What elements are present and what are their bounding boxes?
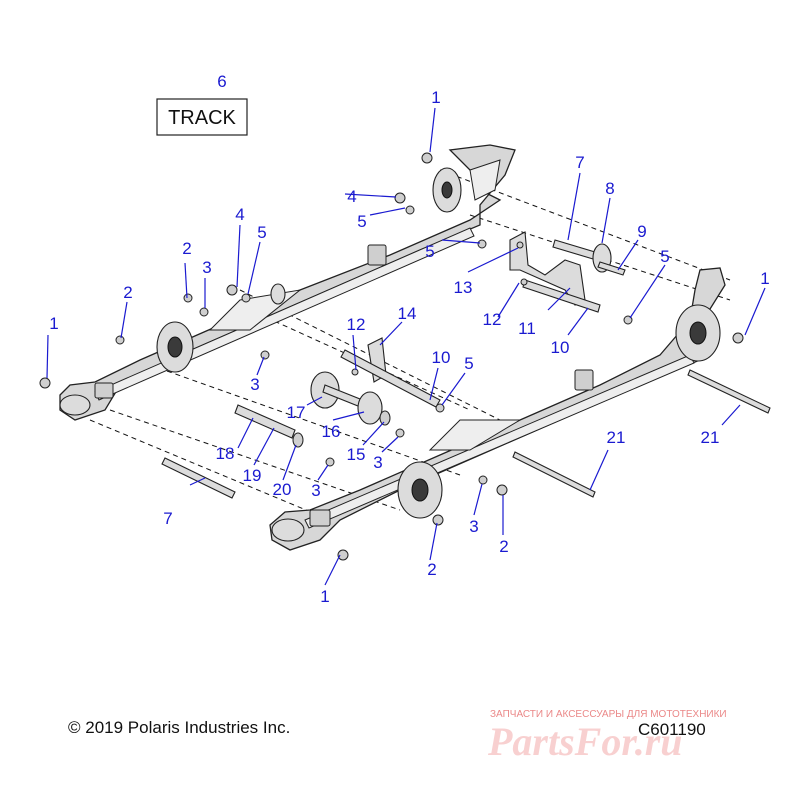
callout-10: 10	[551, 338, 570, 357]
callout-1: 1	[760, 269, 769, 288]
callout-3: 3	[202, 258, 211, 277]
callout-19: 19	[243, 466, 262, 485]
title-box	[156, 98, 248, 136]
callout-7: 7	[575, 153, 584, 172]
callout-3: 3	[373, 453, 382, 472]
callout-12: 12	[483, 310, 502, 329]
callout-2: 2	[123, 283, 132, 302]
callout-4: 4	[235, 205, 244, 224]
rail-tip-right	[271, 518, 305, 542]
watermark-logo: PartsFor.ru	[487, 719, 683, 764]
callout-5: 5	[357, 212, 366, 231]
callout-7: 7	[163, 509, 172, 528]
watermark-tagline: ЗАПЧАСТИ И АКСЕССУАРЫ ДЛЯ МОТОТЕХНИКИ	[490, 709, 727, 720]
callout-18: 18	[216, 444, 235, 463]
callout-21: 21	[607, 428, 626, 447]
callout-2: 2	[182, 239, 191, 258]
callout-9: 9	[637, 222, 646, 241]
callout-5: 5	[464, 354, 473, 373]
callout-12: 12	[347, 315, 366, 334]
diagram-code: C601190	[638, 720, 706, 739]
spacer-15	[379, 410, 391, 426]
hardware	[39, 152, 744, 561]
callout-10: 10	[432, 348, 451, 367]
callout-4: 4	[347, 187, 356, 206]
callout-16: 16	[322, 422, 341, 441]
callout-20: 20	[273, 480, 292, 499]
callout-5: 5	[425, 242, 434, 261]
callout-1: 1	[49, 314, 58, 333]
callout-2: 2	[427, 560, 436, 579]
callout-21: 21	[701, 428, 720, 447]
callout-6: 6	[217, 72, 226, 91]
callouts: 6 1 1 1 1 2 2 2 2 3 3 3 3 3 4 4 5 5 5 5 …	[49, 72, 769, 606]
callout-3: 3	[469, 517, 478, 536]
cross-shafts	[161, 231, 771, 499]
watermark: ЗАПЧАСТИ И АКСЕССУАРЫ ДЛЯ МОТОТЕХНИКИ Pa…	[487, 709, 727, 764]
callout-8: 8	[605, 179, 614, 198]
callout-13: 13	[454, 278, 473, 297]
callout-1: 1	[431, 88, 440, 107]
callout-15: 15	[347, 445, 366, 464]
callout-14: 14	[398, 304, 417, 323]
idler-wheel-left-mid	[270, 283, 286, 305]
callout-3: 3	[311, 481, 320, 500]
callout-17: 17	[287, 403, 306, 422]
callout-5: 5	[257, 223, 266, 242]
callout-11: 11	[518, 319, 536, 338]
rail-tip-left	[59, 394, 91, 416]
wheel-16	[357, 391, 383, 425]
title-box-label: TRACK	[168, 107, 236, 129]
callout-1: 1	[320, 587, 329, 606]
copyright-text: © 2019 Polaris Industries Inc.	[68, 718, 290, 737]
callout-2: 2	[499, 537, 508, 556]
callout-5: 5	[660, 247, 669, 266]
callout-3: 3	[250, 375, 259, 394]
leader-lines	[46, 107, 766, 586]
